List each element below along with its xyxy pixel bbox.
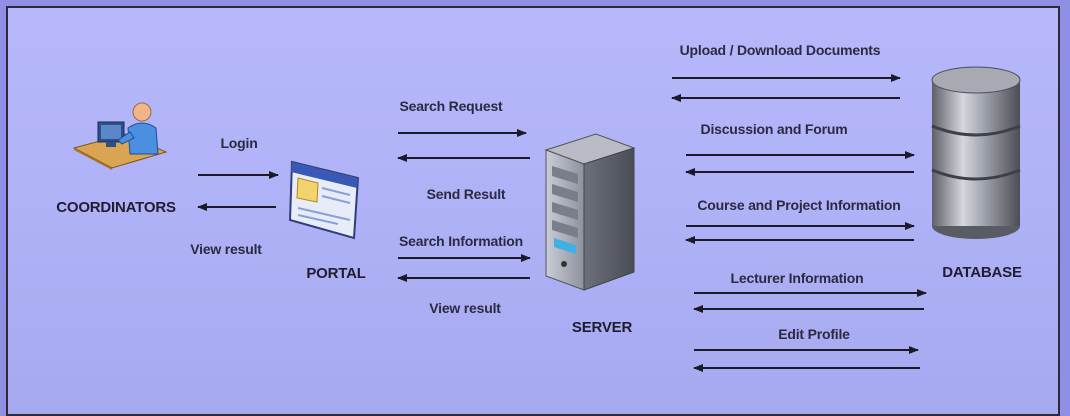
view-result-left-label: View result bbox=[190, 241, 262, 257]
server-tower-icon bbox=[544, 133, 636, 291]
discussion-forum-label: Discussion and Forum bbox=[700, 121, 848, 137]
coordinator-person-icon bbox=[72, 102, 168, 170]
login-label: Login bbox=[220, 135, 258, 151]
portal-window-icon bbox=[288, 160, 360, 240]
course-project-label: Course and Project Information bbox=[697, 197, 901, 213]
diagram-frame bbox=[6, 6, 1060, 416]
database-label: DATABASE bbox=[942, 264, 1022, 281]
send-result-label: Send Result bbox=[426, 186, 506, 202]
database-cylinder-icon bbox=[931, 66, 1021, 239]
upload-download-label: Upload / Download Documents bbox=[679, 42, 881, 58]
search-information-label: Search Information bbox=[399, 233, 523, 249]
coordinators-label: COORDINATORS bbox=[56, 199, 176, 216]
portal-label: PORTAL bbox=[306, 265, 366, 282]
server-label: SERVER bbox=[571, 319, 633, 336]
lecturer-info-label: Lecturer Information bbox=[730, 270, 864, 286]
edit-profile-label: Edit Profile bbox=[778, 326, 850, 342]
view-result-mid-label: View result bbox=[429, 300, 501, 316]
search-request-label: Search Request bbox=[399, 98, 503, 114]
